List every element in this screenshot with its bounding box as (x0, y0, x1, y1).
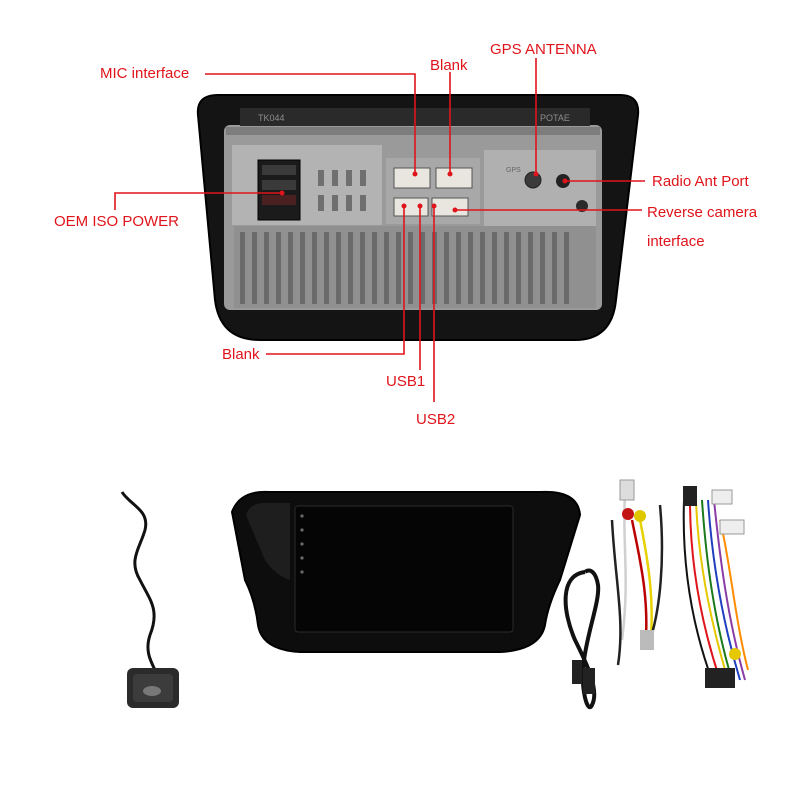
top-right-marking: POTAE (540, 113, 570, 123)
reverse-camera-connector (431, 197, 469, 217)
gps-port-label: GPS (506, 167, 521, 174)
blank-bottom-label: Blank (222, 346, 260, 363)
reverse-camera-label: Reverse camera (647, 204, 758, 221)
blank-top-connector (435, 167, 473, 189)
mic-interface-label: MIC interface (100, 65, 190, 82)
oem-callout-line (114, 192, 282, 210)
callout-dots (279, 171, 568, 213)
callout-lines (114, 58, 645, 402)
head-unit-rear-view: TK044 POTAE GPS (196, 94, 640, 341)
radio-ant-port-label: Radio Ant Port (652, 173, 749, 190)
usb-connector-block (393, 197, 429, 217)
gps-antenna-accessory (120, 491, 179, 708)
head-unit-front (230, 490, 582, 653)
mic-connector (393, 167, 431, 189)
usb2-label: USB2 (416, 411, 456, 428)
usb1-label: USB1 (386, 373, 426, 390)
blank-bottom-callout-line (266, 206, 405, 355)
oem-iso-power-label: OEM ISO POWER (54, 213, 180, 230)
usb-cable-accessory (563, 568, 601, 710)
front-screen (294, 505, 514, 633)
mic-callout-line (205, 73, 416, 172)
blank-top-label: Blank (430, 57, 468, 74)
power-harness-accessory (682, 499, 749, 681)
heat-sink (234, 226, 596, 308)
reverse-camera-label-line2: interface (647, 233, 705, 250)
gps-antenna-port (524, 171, 542, 189)
model-code-label: TK044 (258, 113, 285, 123)
gps-antenna-label: GPS ANTENNA (490, 41, 597, 58)
